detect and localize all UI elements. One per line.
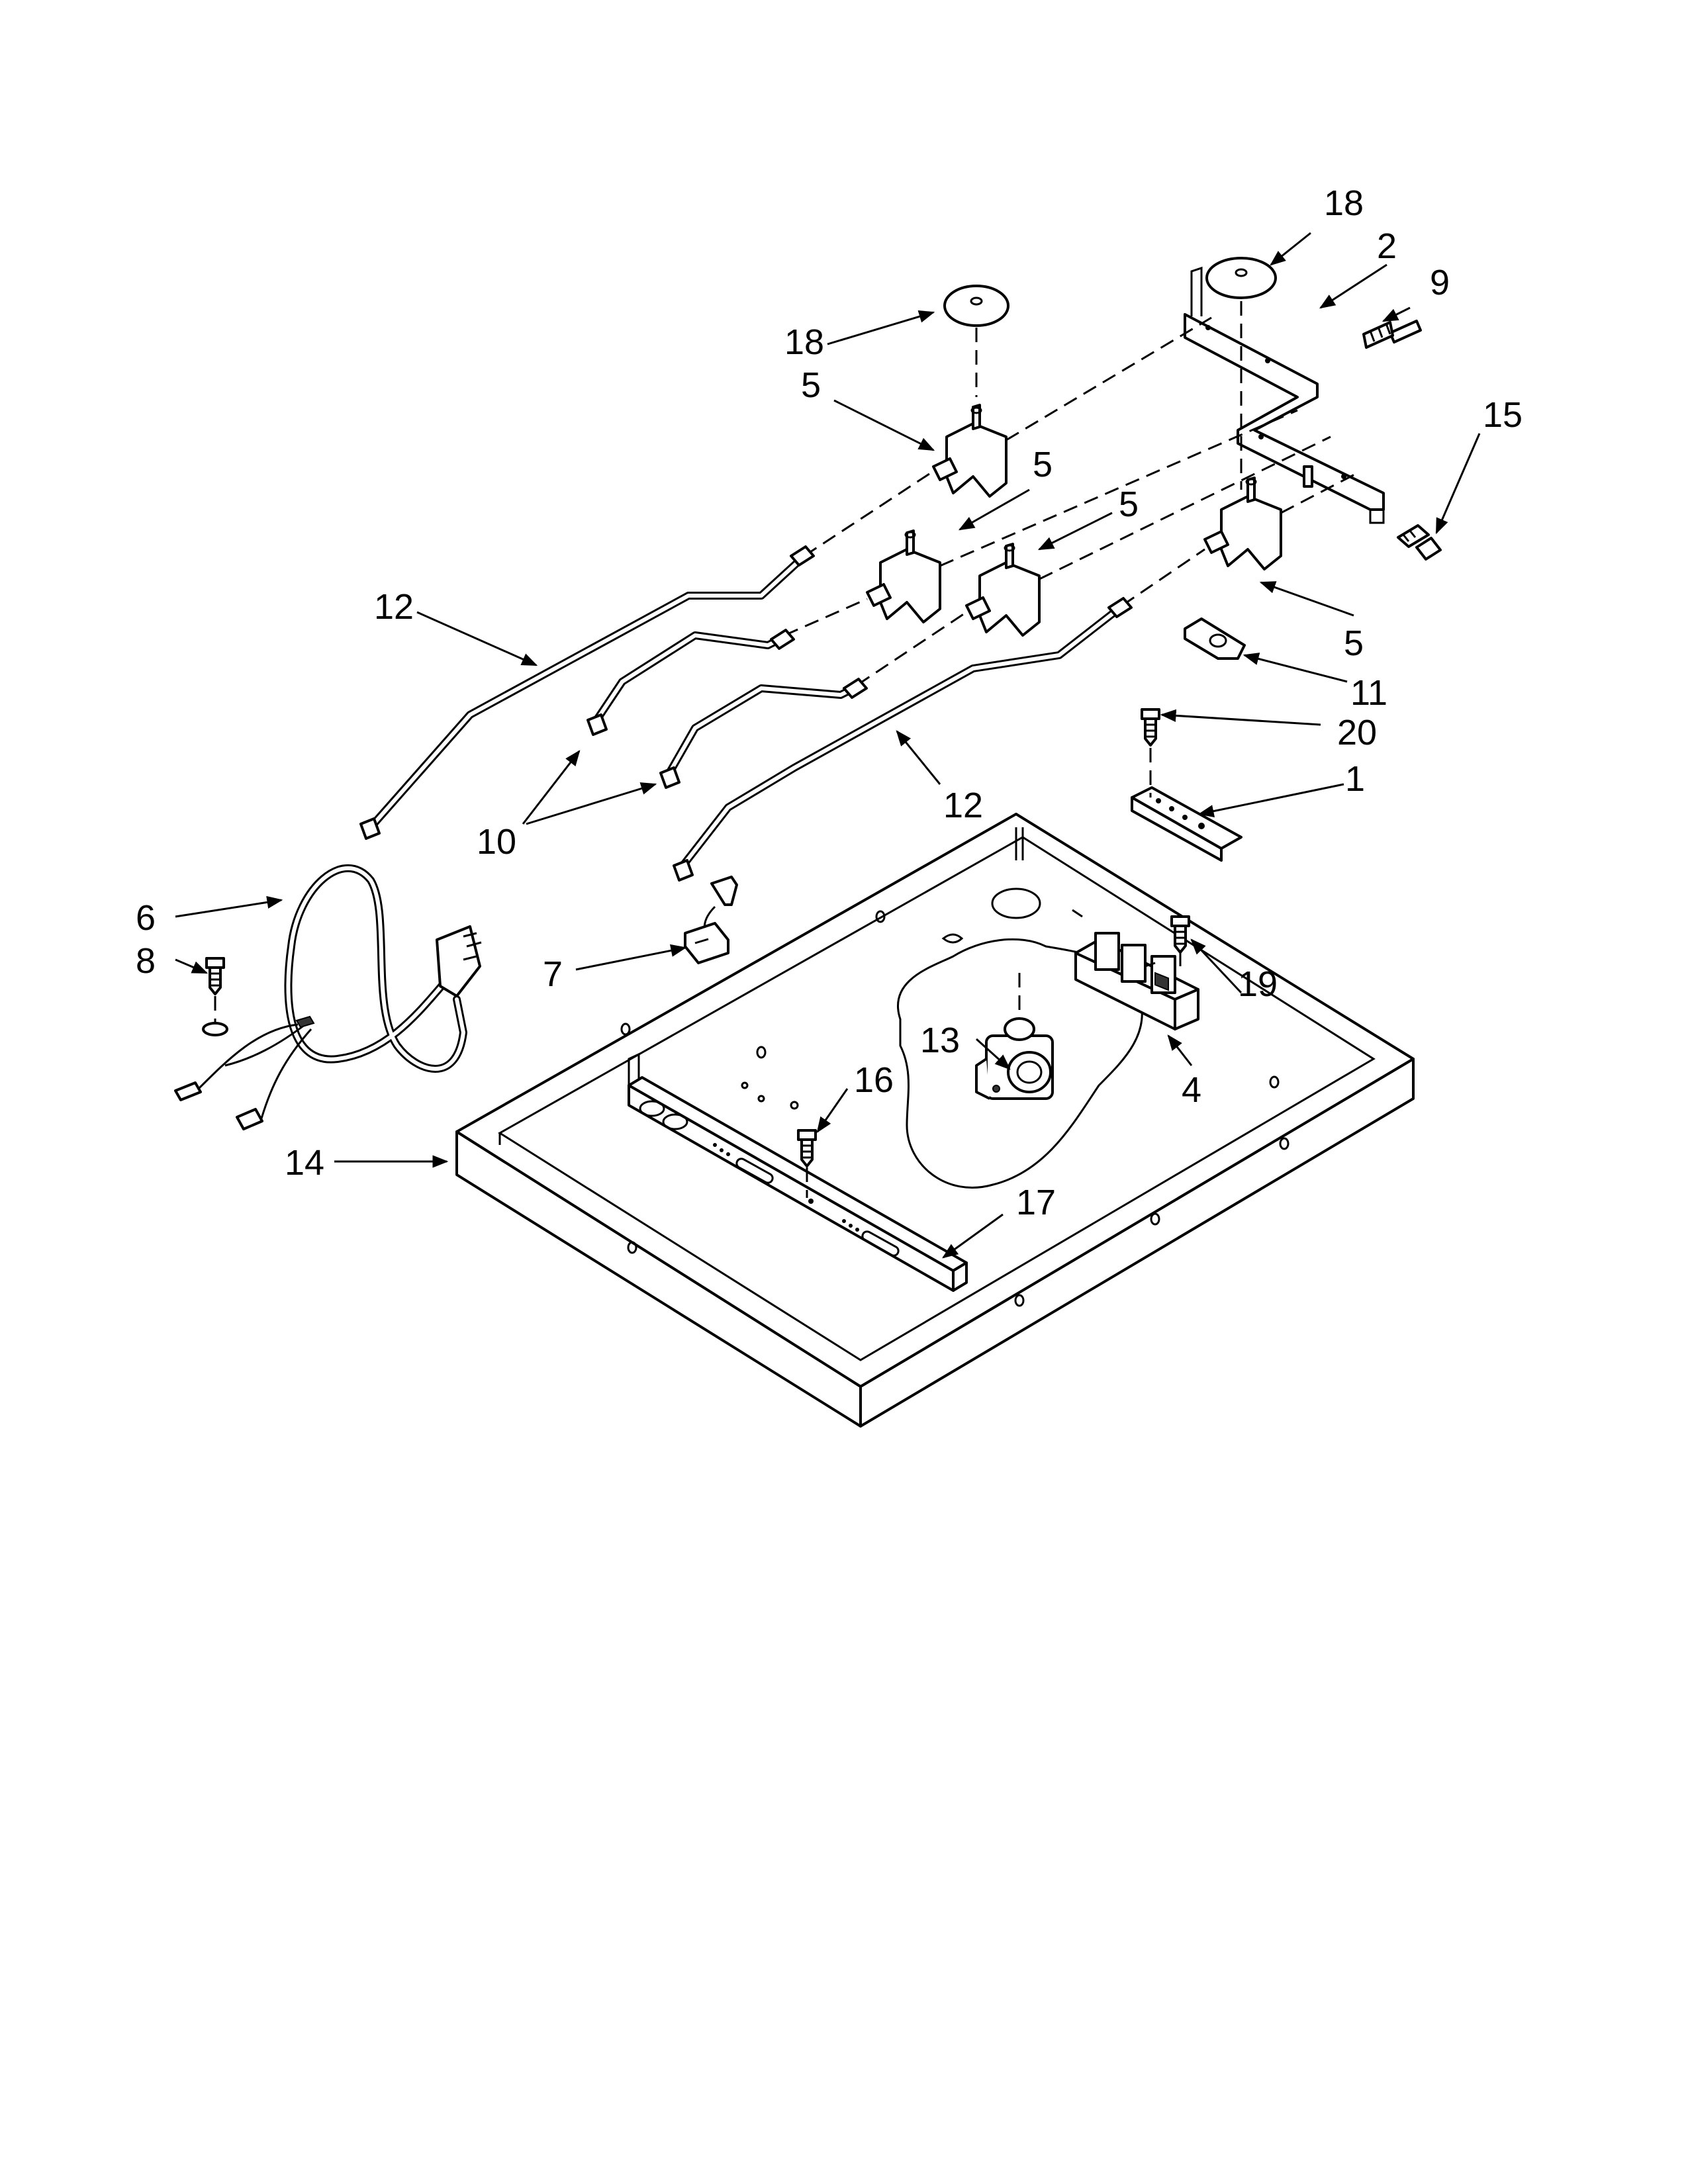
callout-13: 13 — [920, 1021, 960, 1060]
cap-18-left — [943, 285, 1009, 397]
callout-10: 10 — [477, 822, 516, 862]
callout-labels: 1 2 4 5 5 5 5 6 7 8 9 10 11 12 12 13 14 … — [136, 183, 1523, 1222]
callout-5-right: 5 — [1344, 623, 1364, 663]
leader-lines — [175, 232, 1481, 1259]
screw-16 — [797, 1129, 817, 1198]
callout-18-right: 18 — [1324, 183, 1364, 223]
burner-base — [455, 813, 1415, 1428]
screw-20 — [1141, 708, 1160, 747]
callout-5-top: 5 — [801, 365, 821, 405]
callout-5-mid2: 5 — [1119, 484, 1139, 524]
callout-8: 8 — [136, 941, 156, 981]
spark-module-4 — [1074, 932, 1199, 1030]
screw-9 — [1362, 320, 1422, 349]
callout-14: 14 — [285, 1143, 324, 1183]
callout-17: 17 — [1016, 1183, 1056, 1222]
callout-12-right: 12 — [943, 786, 983, 825]
callout-11: 11 — [1350, 673, 1387, 713]
callout-5-mid1: 5 — [1033, 445, 1053, 484]
callout-16: 16 — [854, 1060, 894, 1100]
valve-5-top — [932, 316, 1212, 498]
callout-9: 9 — [1430, 263, 1450, 302]
callout-18-left: 18 — [784, 322, 824, 362]
power-cord-6 — [174, 864, 482, 1130]
callout-19: 19 — [1238, 964, 1278, 1004]
screw-19 — [1170, 915, 1190, 966]
screw-8 — [205, 957, 225, 1023]
callout-1: 1 — [1345, 759, 1365, 799]
cap-18-right — [1205, 257, 1277, 490]
wire-clip-7 — [684, 876, 738, 964]
callout-6: 6 — [136, 898, 156, 938]
valve-5-mid1 — [866, 409, 1298, 623]
callout-7: 7 — [543, 954, 563, 994]
valve-5-mid2 — [965, 435, 1331, 637]
callout-20: 20 — [1337, 713, 1377, 752]
bracket-1 — [1131, 748, 1243, 862]
valve-5-right — [1203, 472, 1358, 570]
screw-15 — [1397, 524, 1442, 561]
callout-15: 15 — [1483, 395, 1523, 435]
gas-tubes — [359, 470, 1205, 882]
bracket-17 — [628, 1052, 968, 1292]
regulator-13 — [975, 973, 1054, 1100]
callout-4: 4 — [1182, 1070, 1201, 1110]
gasket-11 — [1184, 617, 1246, 660]
callout-2: 2 — [1377, 226, 1397, 266]
manifold-2 — [1184, 266, 1385, 524]
callout-12-left: 12 — [374, 587, 414, 627]
